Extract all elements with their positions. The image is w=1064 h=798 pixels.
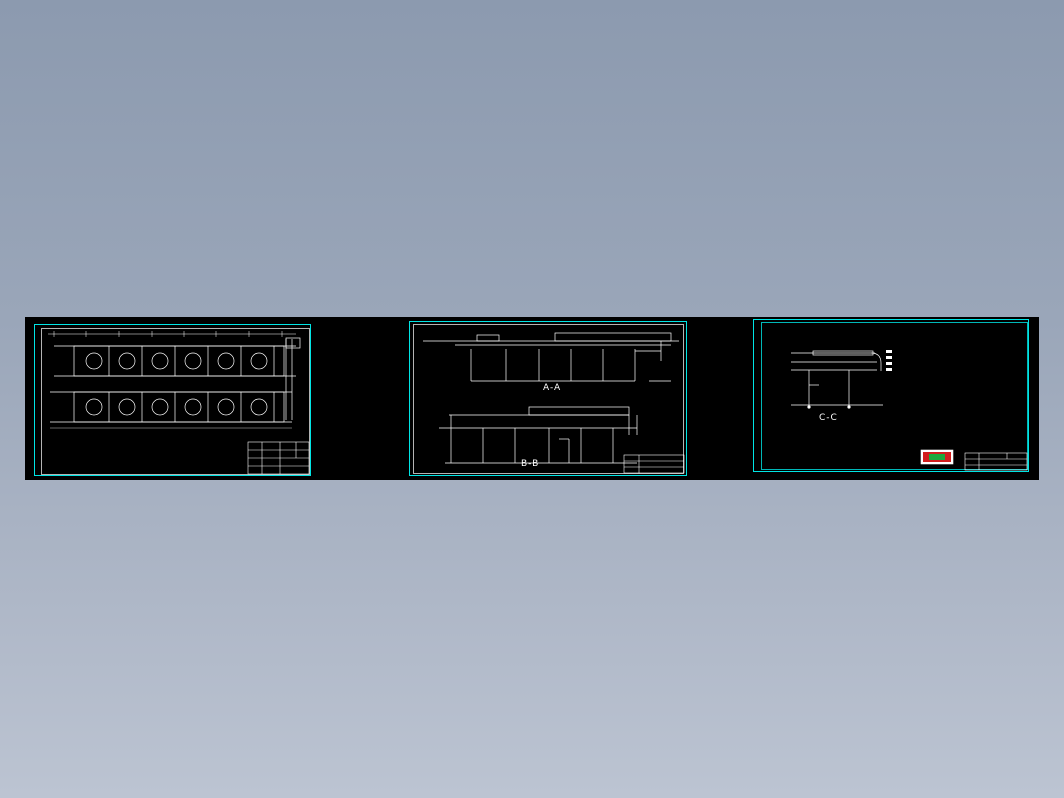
drawing-viewport[interactable]: A-A B-B bbox=[25, 317, 1039, 480]
company-logo bbox=[920, 449, 954, 465]
section-cc-drawing bbox=[753, 319, 1029, 472]
sections-ab-drawing bbox=[409, 321, 687, 476]
sheet-plan-view[interactable] bbox=[34, 324, 312, 477]
section-label-bb: B-B bbox=[521, 459, 540, 469]
sheet-section-cc[interactable]: C-C bbox=[753, 319, 1030, 473]
sheet-sections-ab[interactable]: A-A B-B bbox=[409, 321, 688, 477]
section-label-cc: C-C bbox=[819, 413, 838, 423]
plan-view-drawing bbox=[34, 324, 311, 476]
section-label-aa: A-A bbox=[543, 383, 562, 393]
